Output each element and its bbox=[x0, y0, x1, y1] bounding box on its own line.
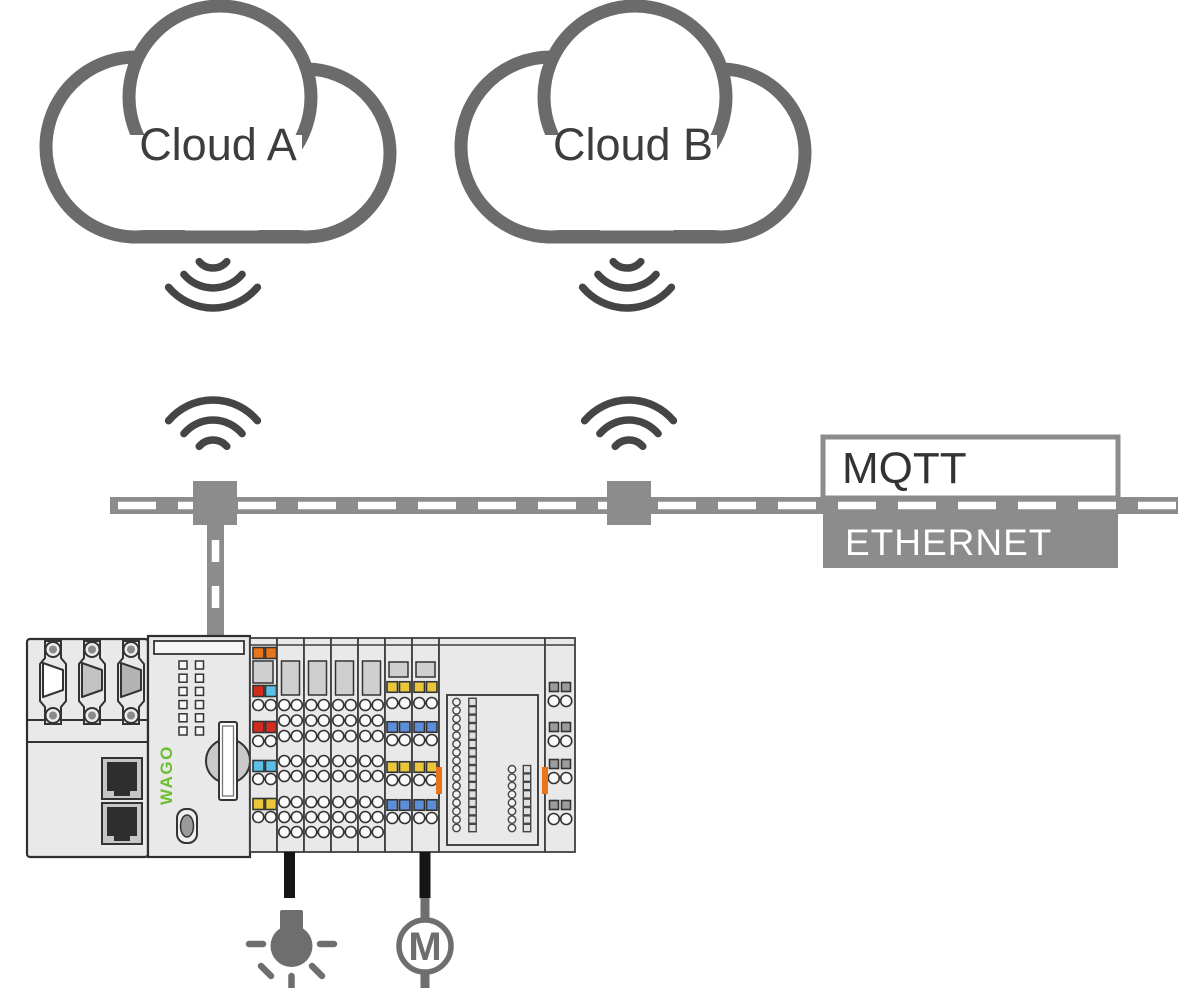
terminal-squares bbox=[468, 697, 477, 766]
plc-controller-module: WAGO bbox=[146, 634, 252, 859]
cloud-b-label: Cloud B bbox=[553, 119, 713, 170]
terminal-squares bbox=[468, 764, 477, 833]
led-cyan bbox=[252, 759, 265, 773]
io-module-4 bbox=[331, 638, 358, 852]
orange-release-clip bbox=[542, 767, 548, 794]
cloud-b: Cloud B bbox=[461, 6, 805, 237]
controller-top-bar bbox=[153, 640, 245, 655]
led-red bbox=[264, 720, 278, 734]
sd-card bbox=[221, 725, 235, 797]
network-bus: MQTT ETHERNET bbox=[110, 434, 1178, 640]
led-yellow bbox=[264, 797, 278, 811]
led-orange bbox=[252, 646, 265, 660]
plc-io-modules bbox=[249, 637, 576, 853]
led-red bbox=[252, 684, 265, 698]
lamp-connection bbox=[245, 852, 338, 988]
module-face bbox=[252, 660, 274, 684]
io-module-wide bbox=[438, 637, 546, 853]
motor-connection: M bbox=[396, 852, 454, 988]
motor-label: M bbox=[408, 925, 441, 969]
io-module-2 bbox=[277, 638, 304, 852]
lamp-icon bbox=[245, 910, 338, 988]
terminal-frame bbox=[446, 694, 539, 846]
terminal-squares bbox=[522, 764, 532, 833]
io-module-7 bbox=[412, 638, 439, 852]
led-orange bbox=[264, 646, 278, 660]
motor-icon: M bbox=[396, 898, 454, 988]
io-module-3 bbox=[304, 638, 331, 852]
io-end-module bbox=[544, 637, 576, 853]
usb-port-inner bbox=[179, 814, 195, 838]
lamp-cable bbox=[284, 852, 295, 898]
ethernet-label-box bbox=[823, 513, 1118, 568]
ethernet-label: ETHERNET bbox=[845, 522, 1052, 563]
wifi-icon-node-1 bbox=[169, 400, 258, 446]
led-cyan bbox=[264, 759, 278, 773]
wifi-icon-cloud-a bbox=[169, 262, 258, 308]
led-yellow bbox=[252, 797, 265, 811]
led-cyan bbox=[264, 684, 278, 698]
bus-node-2 bbox=[607, 481, 651, 525]
rj45-port-1 bbox=[101, 757, 143, 800]
wago-logo: WAGO bbox=[157, 745, 176, 805]
plc-device: WAGO bbox=[25, 634, 576, 859]
io-module-1 bbox=[249, 637, 278, 853]
mqtt-label: MQTT bbox=[842, 444, 967, 493]
cloud-a: Cloud A bbox=[46, 6, 390, 237]
orange-release-clip bbox=[436, 767, 442, 794]
led-red bbox=[252, 720, 265, 734]
cloud-a-label: Cloud A bbox=[139, 119, 297, 170]
drop-line bbox=[207, 514, 224, 640]
wifi-icon-node-2 bbox=[585, 400, 674, 446]
io-module-6 bbox=[385, 638, 412, 852]
motor-cable bbox=[419, 852, 431, 898]
plc-left-module bbox=[25, 637, 150, 859]
wifi-icon-cloud-b bbox=[583, 262, 672, 308]
rj45-port-2 bbox=[101, 802, 143, 845]
io-module-5 bbox=[358, 638, 385, 852]
